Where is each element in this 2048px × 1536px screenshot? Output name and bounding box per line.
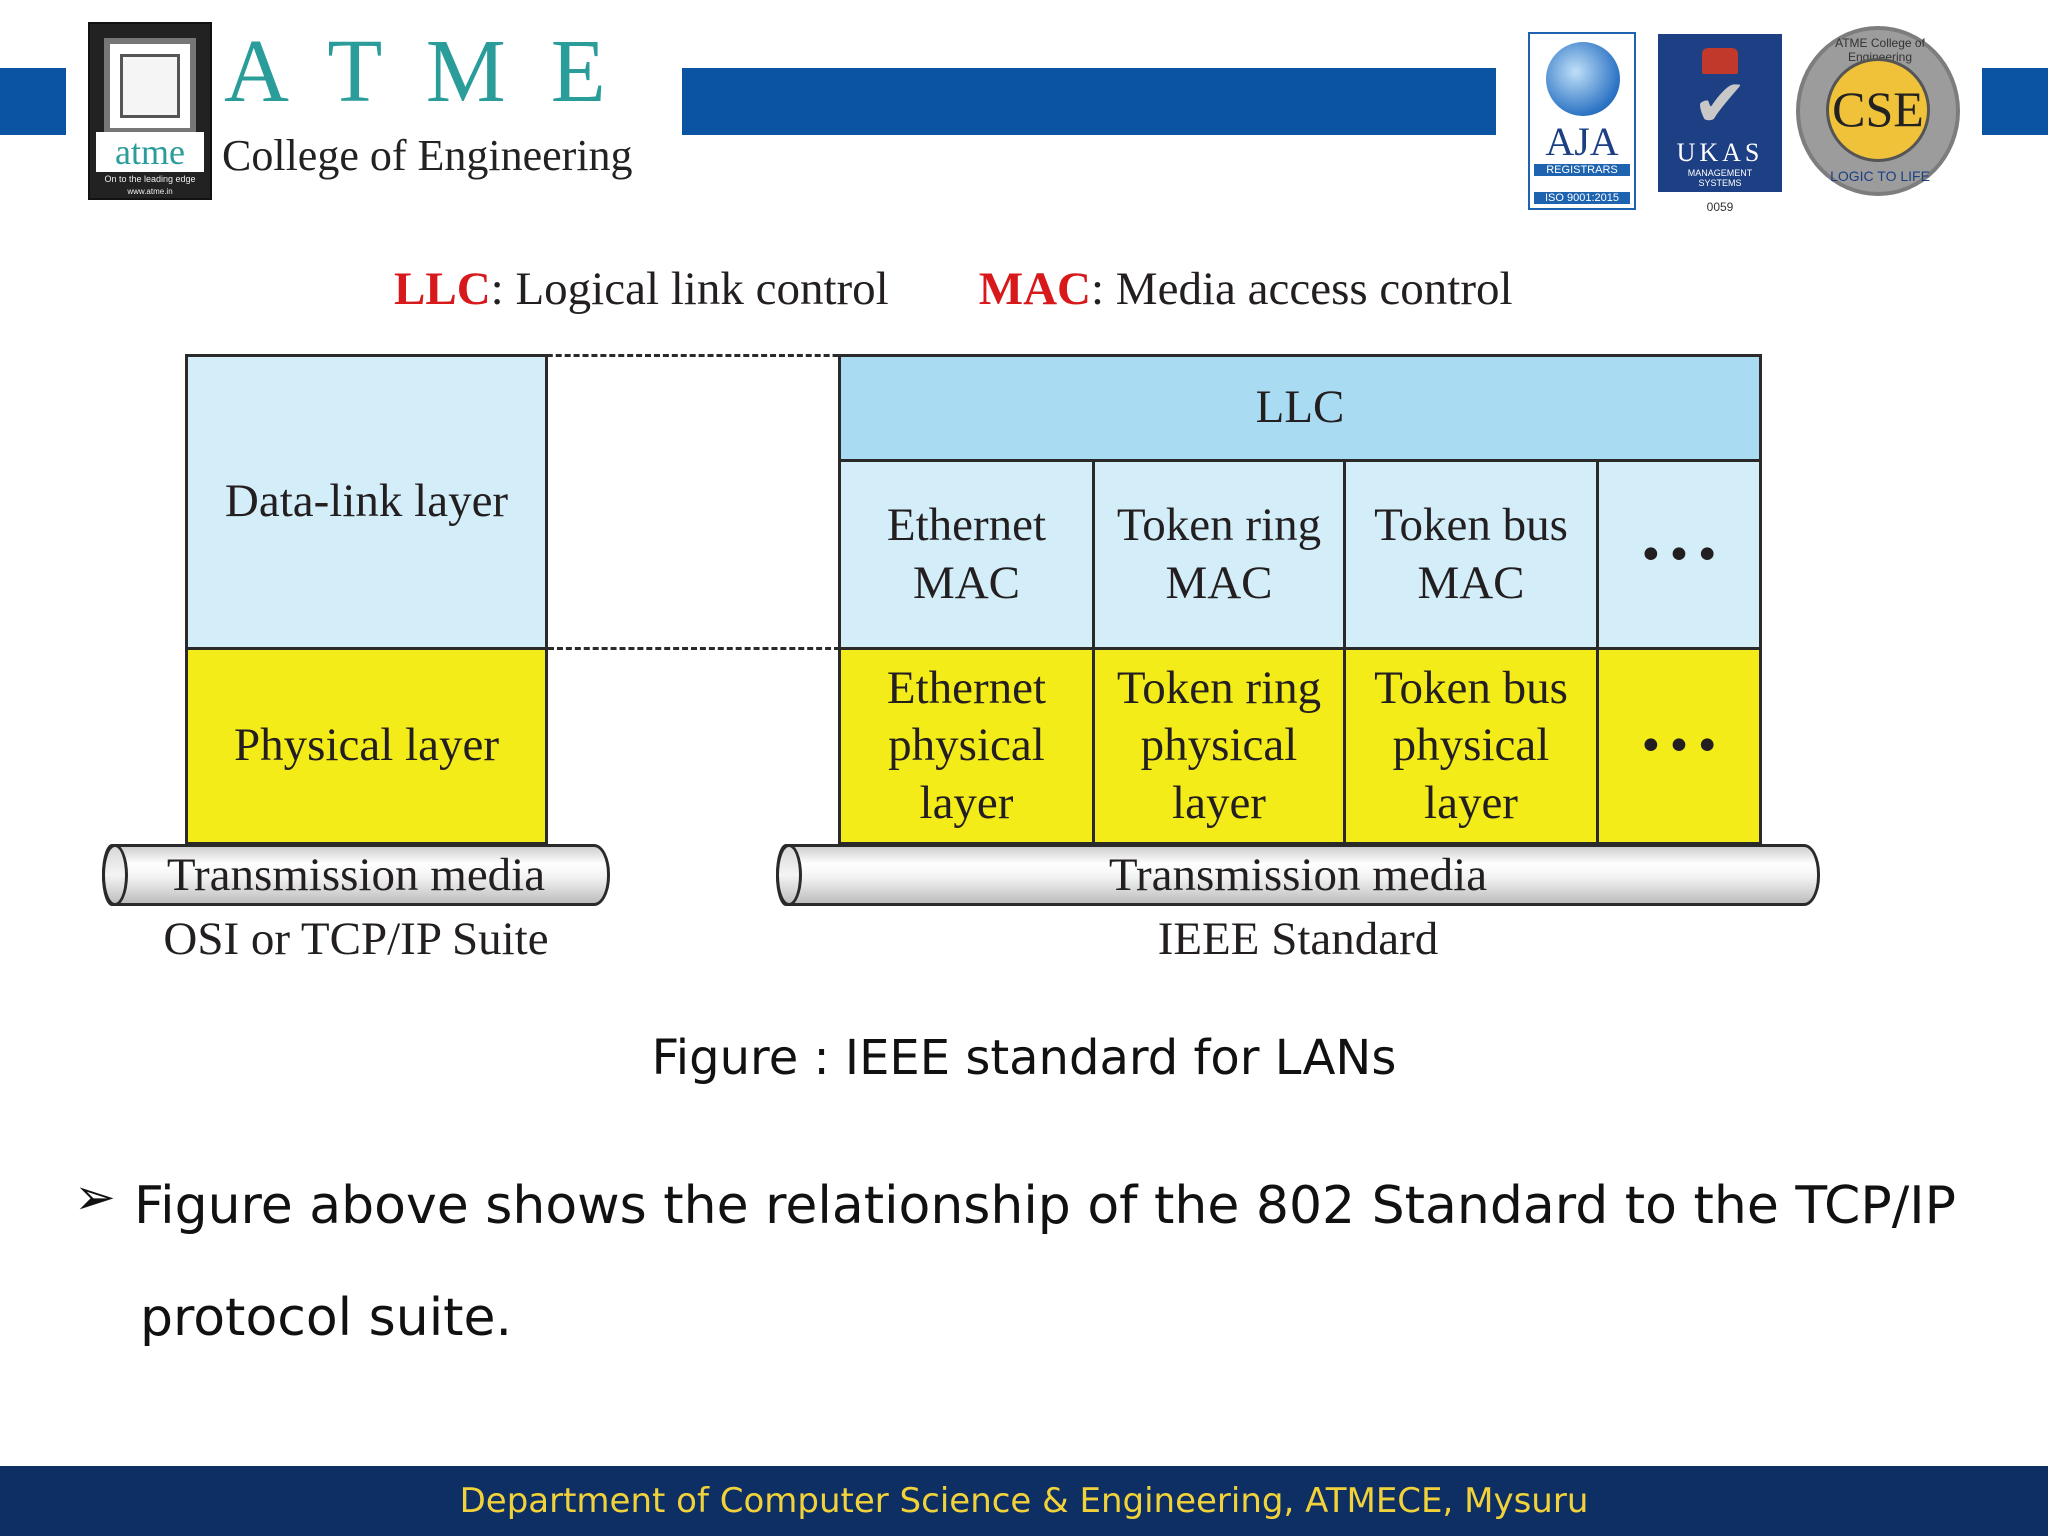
cse-seal: ATME College of Engineering CSE LOGIC TO… <box>1796 26 1960 196</box>
ethernet-mac-label: Ethernet MAC <box>886 499 1047 609</box>
left-transmission-media: Transmission media <box>102 844 610 906</box>
bullet-arrow-icon: ➢ <box>74 1168 116 1226</box>
logo-text: atme <box>96 132 204 172</box>
ukas-badge: ✔ UKAS MANAGEMENT SYSTEMS <box>1658 34 1782 192</box>
dashed-connector-top <box>520 354 910 357</box>
more-mac-box: • • • <box>1596 459 1762 650</box>
more-mac-ellipsis: • • • <box>1642 527 1716 580</box>
ethernet-mac-box: Ethernet MAC <box>838 459 1095 650</box>
llc-abbr: LLC <box>394 263 491 315</box>
header-bar-left <box>0 68 66 135</box>
footer-bar: Department of Computer Science & Enginee… <box>0 1466 2048 1536</box>
more-physical-box: • • • <box>1596 647 1762 845</box>
aja-iso: ISO 9001:2015 <box>1534 192 1630 204</box>
globe-icon <box>1546 42 1620 116</box>
logo-square <box>104 38 196 134</box>
logo-tagline: On to the leading edge <box>104 174 196 184</box>
token-bus-mac-label: Token bus MAC <box>1374 499 1568 609</box>
crown-icon <box>1702 48 1738 74</box>
token-ring-mac-label: Token ring MAC <box>1116 499 1322 609</box>
bullet-line-2: protocol suite. <box>140 1288 513 1348</box>
llc-definition: : Logical link control <box>490 263 889 315</box>
aja-sub: REGISTRARS <box>1534 164 1630 176</box>
ethernet-physical-box: Ethernet physical layer <box>838 647 1095 845</box>
diagram-legend: LLC: Logical link control MAC: Media acce… <box>394 262 1654 316</box>
token-ring-physical-box: Token ring physical layer <box>1092 647 1346 845</box>
token-ring-physical-label: Token ring physical layer <box>1116 662 1322 829</box>
logo-url: www.atme.in <box>127 187 173 196</box>
bullet-line-1: Figure above shows the relationship of t… <box>134 1176 1956 1236</box>
physical-layer-label: Physical layer <box>234 719 499 772</box>
cse-motto: LOGIC TO LIFE <box>1830 168 1930 184</box>
ukas-text: UKAS <box>1676 138 1764 167</box>
figure-caption: Figure : IEEE standard for LANs <box>651 1030 1397 1086</box>
data-link-layer-box: Data-link layer <box>185 354 548 650</box>
atme-wordmark: A T M E <box>224 22 606 121</box>
llc-box: LLC <box>838 354 1762 462</box>
mac-definition: : Media access control <box>1091 263 1513 315</box>
college-name: College of Engineering <box>222 131 633 180</box>
ukas-code: 0059 <box>1706 200 1734 214</box>
ukas-sub: MANAGEMENT SYSTEMS <box>1687 168 1753 188</box>
data-link-layer-label: Data-link layer <box>224 475 509 528</box>
token-bus-physical-label: Token bus physical layer <box>1374 662 1568 829</box>
right-media-label: Transmission media <box>1108 849 1488 901</box>
dashed-connector-bottom <box>548 647 840 650</box>
cse-inner-circle <box>1826 58 1930 162</box>
aja-badge: AJA REGISTRARS ISO 9001:2015 <box>1528 32 1636 210</box>
llc-label: LLC <box>1255 381 1345 434</box>
atme-logo: atme On to the leading edge www.atme.in <box>88 22 212 200</box>
ethernet-physical-label: Ethernet physical layer <box>886 662 1047 829</box>
right-transmission-media: Transmission media <box>776 844 1820 906</box>
checkmark-icon: ✔ <box>1692 66 1748 140</box>
left-stack-caption: OSI or TCP/IP Suite <box>163 913 549 965</box>
cse-text: CSE <box>1832 81 1924 137</box>
right-stack-caption: IEEE Standard <box>1157 913 1439 965</box>
physical-layer-box: Physical layer <box>185 647 548 845</box>
aja-text: AJA <box>1545 119 1619 164</box>
more-physical-ellipsis: • • • <box>1642 719 1716 772</box>
token-bus-mac-box: Token bus MAC <box>1343 459 1599 650</box>
left-media-label: Transmission media <box>166 849 546 901</box>
footer-text: Department of Computer Science & Enginee… <box>459 1481 1589 1521</box>
mac-abbr: MAC <box>978 263 1091 315</box>
token-ring-mac-box: Token ring MAC <box>1092 459 1346 650</box>
token-bus-physical-box: Token bus physical layer <box>1343 647 1599 845</box>
header-bar-middle <box>682 68 1496 135</box>
header-bar-right <box>1982 68 2048 135</box>
